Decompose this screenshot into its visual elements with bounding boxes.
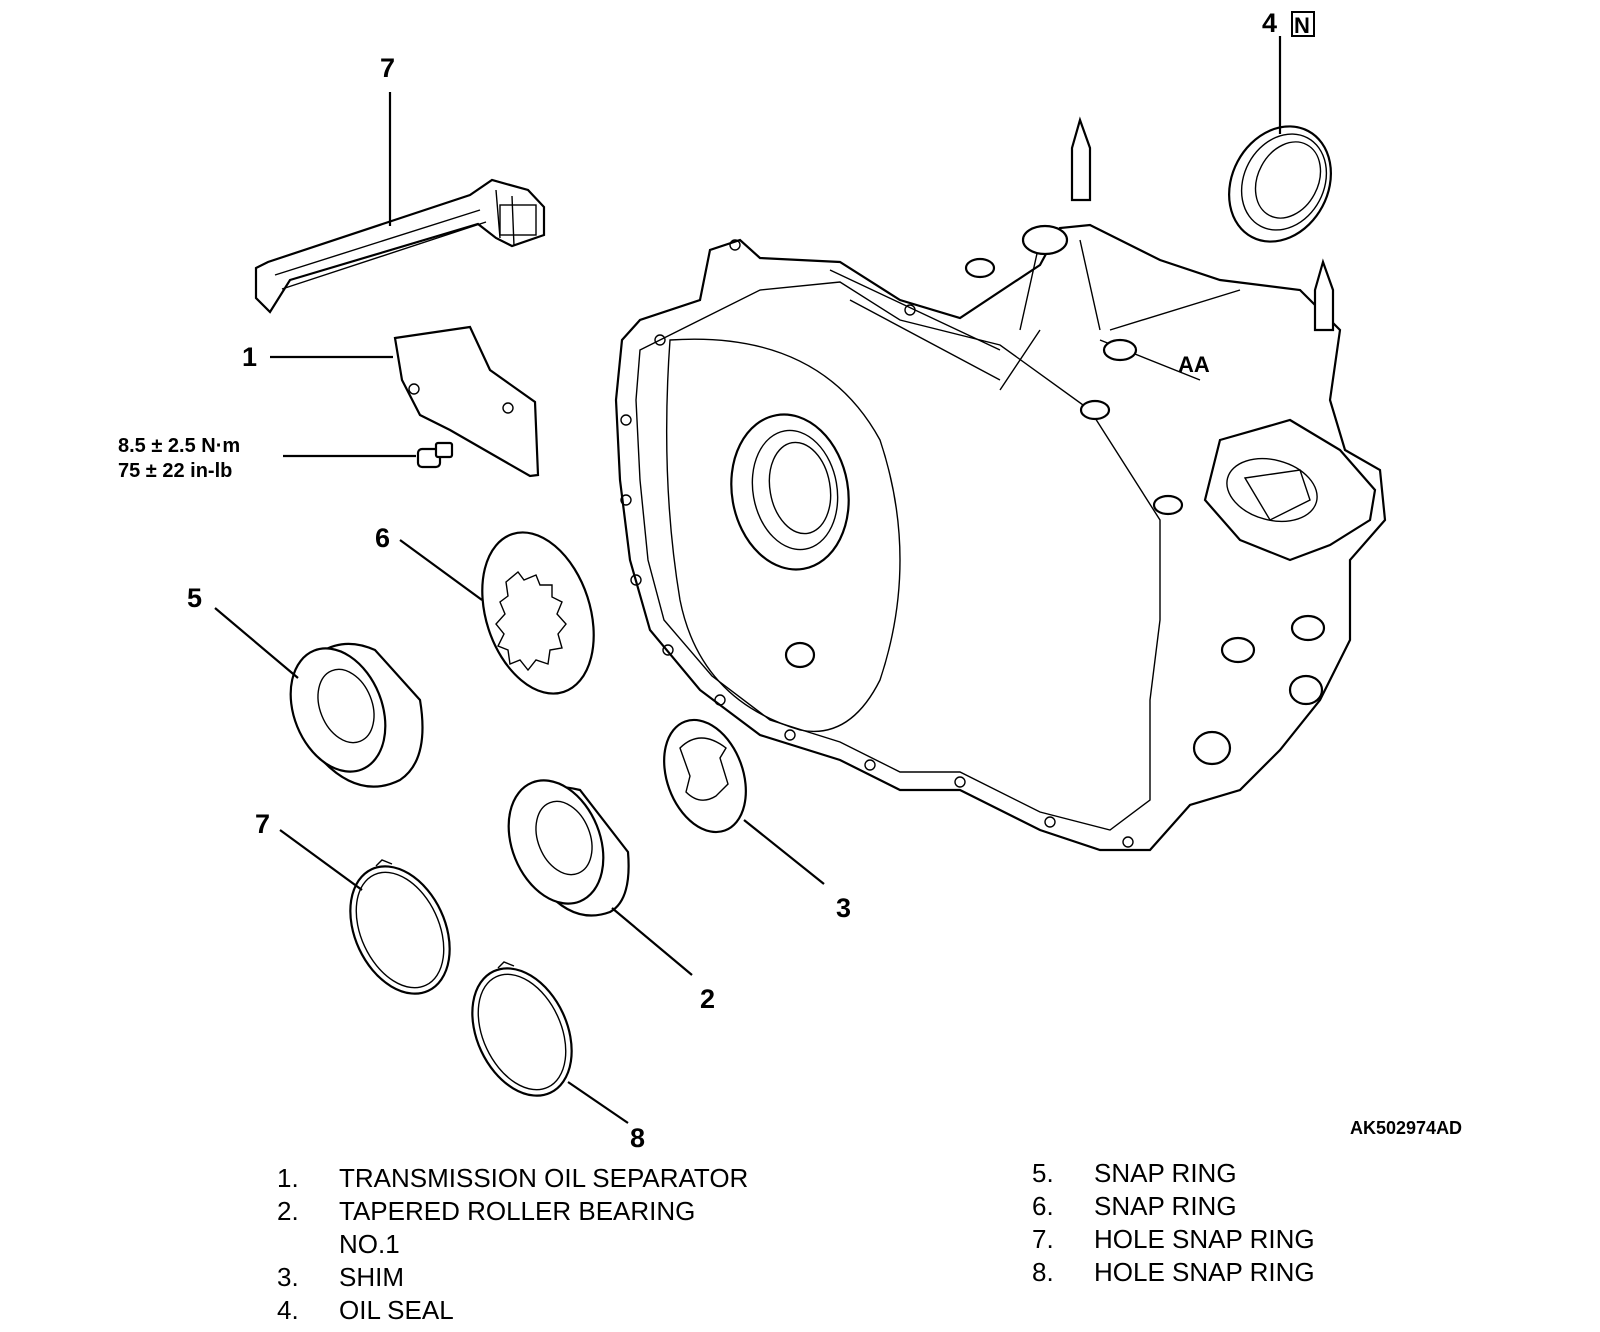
part-snap-ring-toothed xyxy=(481,531,595,695)
figure-id: AK502974AD xyxy=(1350,1118,1462,1138)
legend-number: 1. xyxy=(277,1163,299,1193)
legend-item: 8. HOLE SNAP RING xyxy=(1032,1256,1315,1289)
torque-spec-inlb: 75 ± 22 in-lb xyxy=(118,460,232,482)
leader-line-3 xyxy=(743,819,825,885)
torque-spec-nm: 8.5 ± 2.5 N·m xyxy=(118,435,240,457)
legend-item: 1. TRANSMISSION OIL SEPARATOR xyxy=(277,1162,748,1195)
callout-8: 8 xyxy=(630,1123,645,1153)
part-shim xyxy=(663,718,747,834)
callout-3: 3 xyxy=(836,893,851,923)
new-part-mark: N xyxy=(1294,13,1310,38)
housing-mark: AA xyxy=(1178,352,1210,377)
callout-2: 2 xyxy=(700,984,715,1014)
legend-item: 7. HOLE SNAP RING xyxy=(1032,1223,1315,1256)
leader-line-5 xyxy=(214,607,299,679)
leader-line-7-bottom xyxy=(279,829,363,891)
new-part-badge xyxy=(1291,11,1315,37)
part-tapered-roller-bearing xyxy=(507,779,630,917)
legend-number: 2. xyxy=(277,1196,299,1226)
legend-text: TAPERED ROLLER BEARING xyxy=(339,1196,696,1226)
legend-text: TRANSMISSION OIL SEPARATOR xyxy=(339,1163,749,1193)
legend-number: 6. xyxy=(1032,1191,1054,1221)
callout-7-bottom: 7 xyxy=(255,809,270,839)
legend-item: 3. SHIM xyxy=(277,1261,748,1294)
callout-7-top: 7 xyxy=(380,53,395,83)
legend-text: SNAP RING xyxy=(1094,1158,1237,1188)
legend-text: OIL SEAL xyxy=(339,1295,454,1325)
part-hole-snap-ring-7 xyxy=(349,859,451,995)
legend-right: 5. SNAP RING 6. SNAP RING 7. HOLE SNAP RING… xyxy=(1032,1157,1315,1289)
part-hole-snap-ring-8 xyxy=(471,961,573,1097)
part-oil-seal xyxy=(1228,125,1332,243)
legend-number xyxy=(277,1228,339,1261)
legend-text: HOLE SNAP RING xyxy=(1094,1257,1315,1287)
legend-text: HOLE SNAP RING xyxy=(1094,1224,1315,1254)
leader-line-6 xyxy=(399,539,483,601)
legend-text: NO.1 xyxy=(339,1229,400,1259)
legend-number: 3. xyxy=(277,1262,299,1292)
legend-item: 2. TAPERED ROLLER BEARING xyxy=(277,1195,748,1228)
callout-4: 4 xyxy=(1262,8,1277,38)
part-snap-ring-cup xyxy=(289,642,424,788)
legend-text: SHIM xyxy=(339,1262,404,1292)
legend-number: 5. xyxy=(1032,1158,1054,1188)
leader-line-2 xyxy=(611,907,693,976)
legend-item: NO.1 xyxy=(277,1228,748,1261)
legend-item: 6. SNAP RING xyxy=(1032,1190,1315,1223)
part-oil-separator xyxy=(393,325,540,478)
leader-line-8 xyxy=(567,1081,629,1124)
legend-left: 1. TRANSMISSION OIL SEPARATOR 2. TAPERED R… xyxy=(277,1162,748,1327)
transaxle-case-housing: AA xyxy=(614,116,1387,852)
legend-number: 4. xyxy=(277,1295,299,1325)
part-hole-snap-ring-bar xyxy=(254,178,546,314)
legend-text: SNAP RING xyxy=(1094,1191,1237,1221)
legend-number: 8. xyxy=(1032,1257,1054,1287)
legend-item: 5. SNAP RING xyxy=(1032,1157,1315,1190)
callout-1: 1 xyxy=(242,342,257,372)
legend-number: 7. xyxy=(1032,1224,1054,1254)
callout-5: 5 xyxy=(187,583,202,613)
bolt-icon xyxy=(416,441,454,469)
legend-item: 4. OIL SEAL xyxy=(277,1294,748,1327)
callout-6: 6 xyxy=(375,523,390,553)
